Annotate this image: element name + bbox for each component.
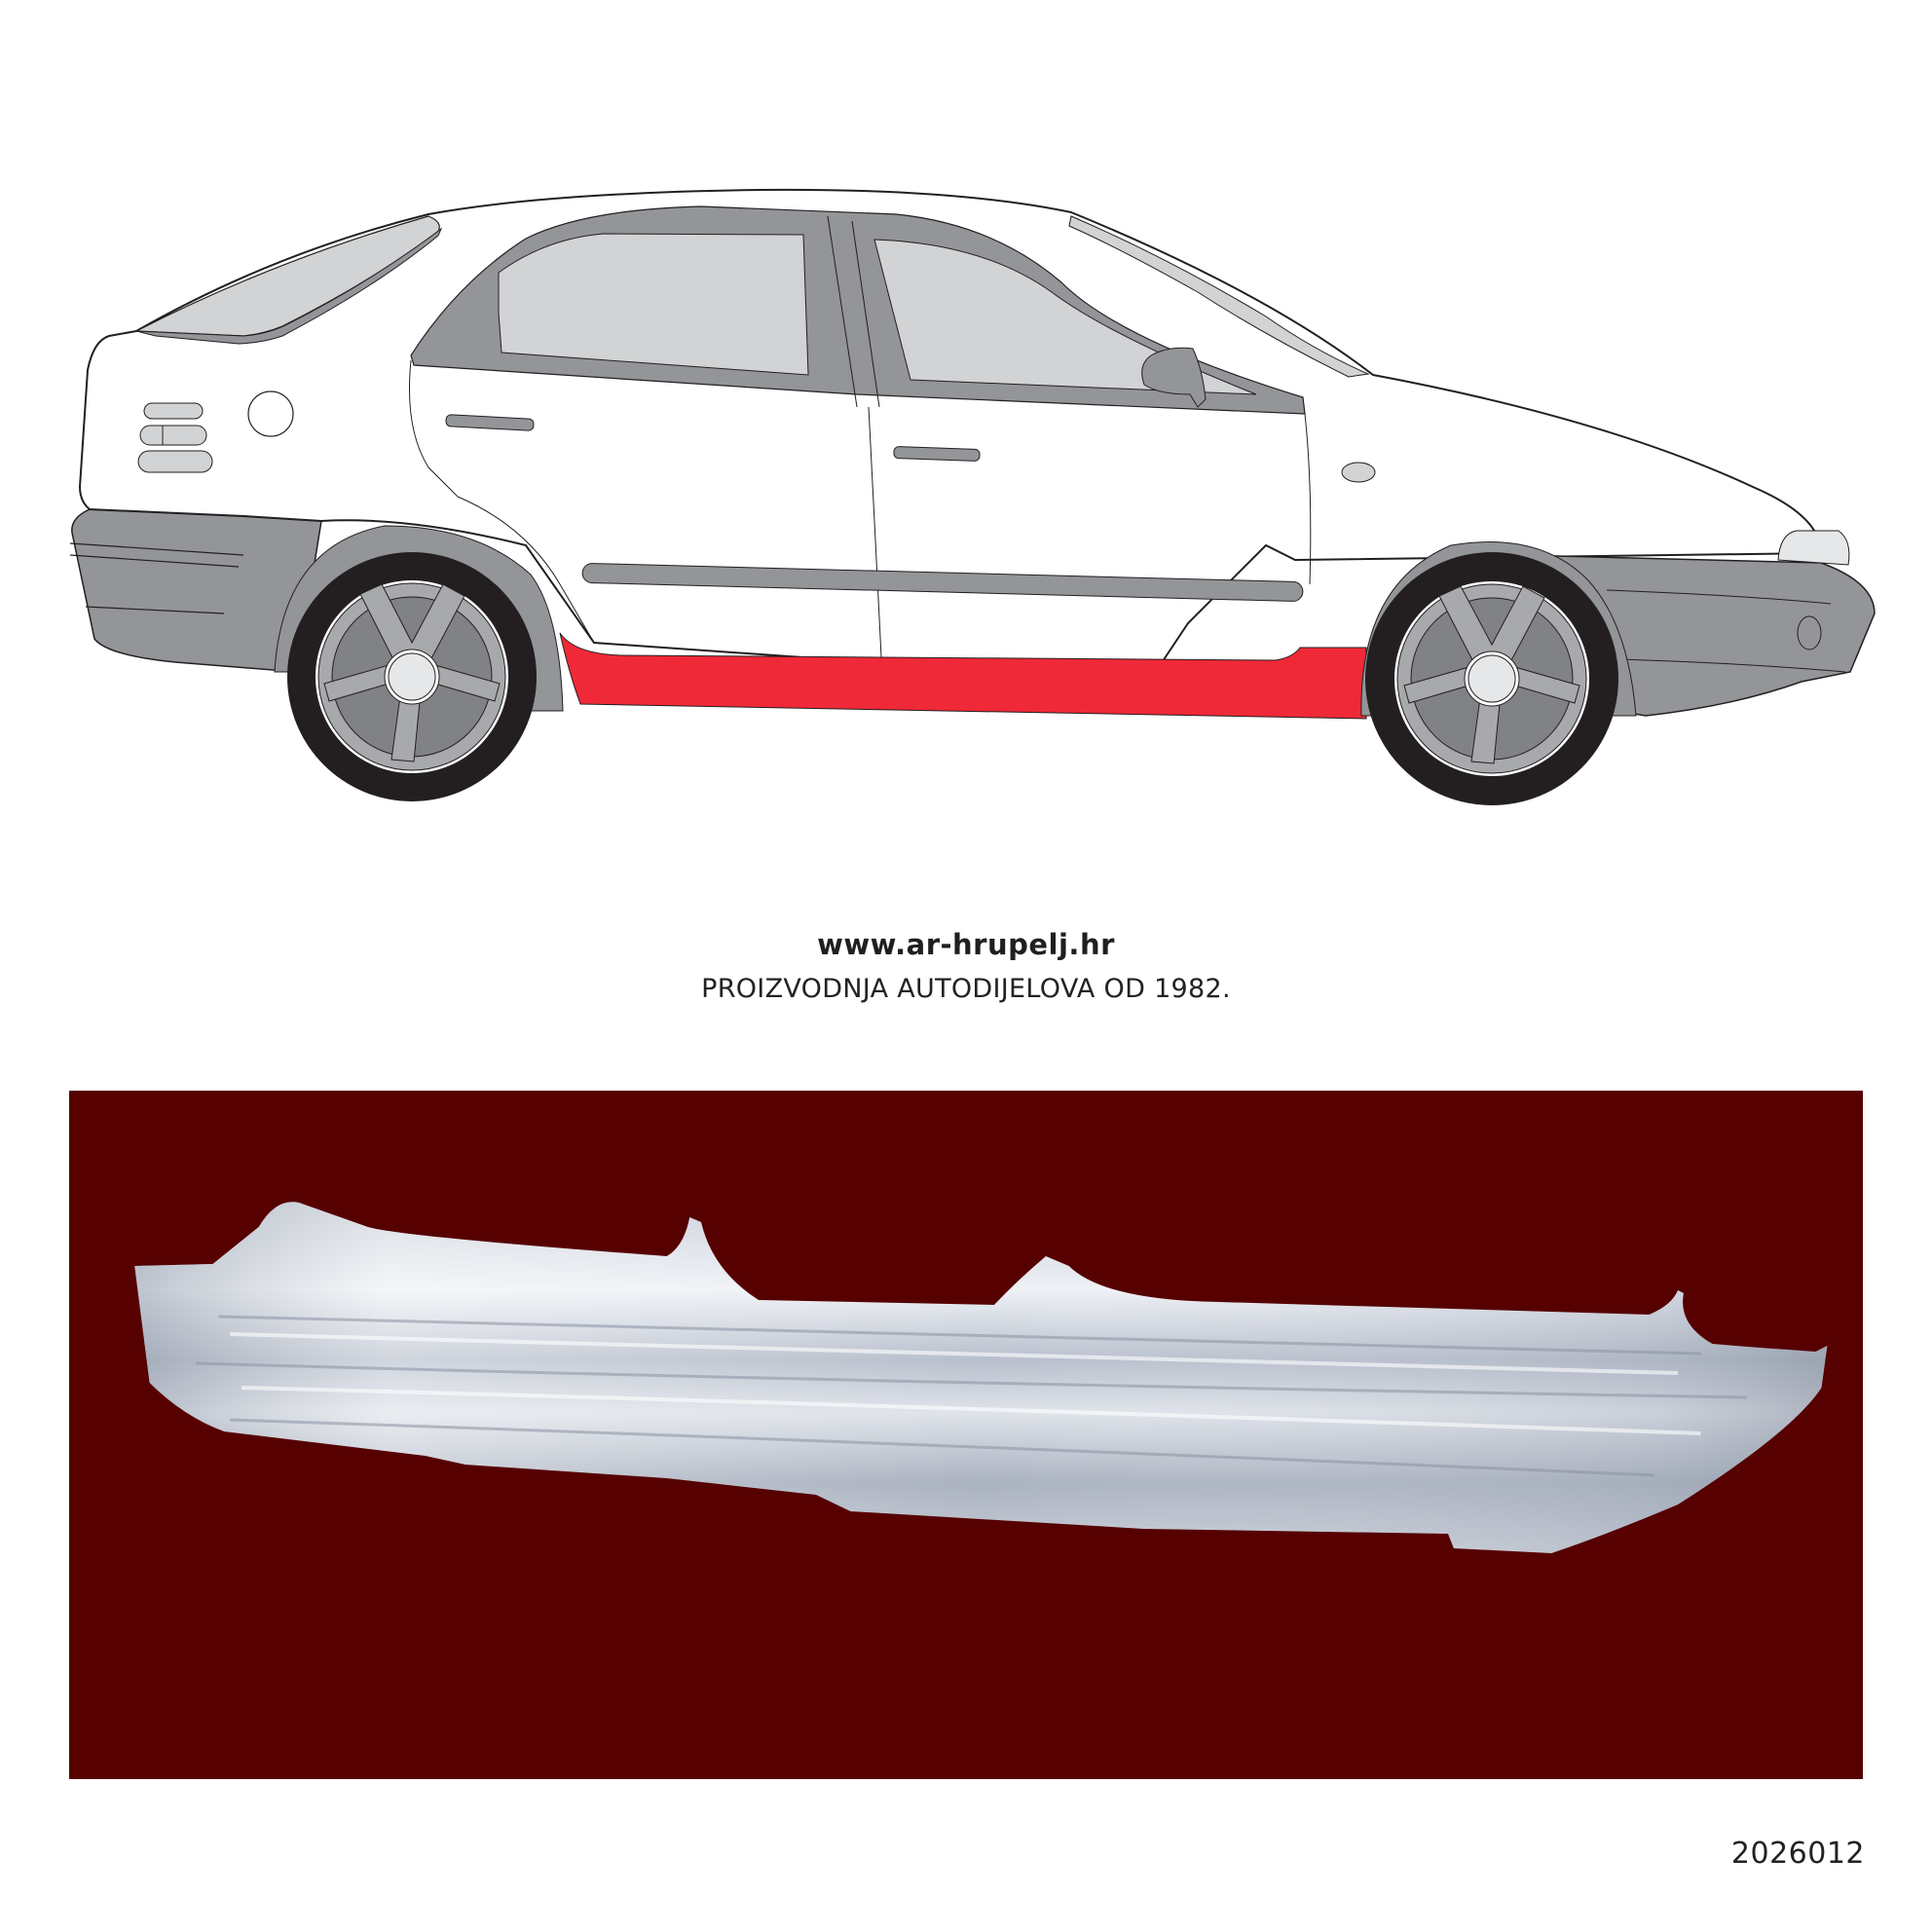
fuel-cap — [247, 390, 294, 437]
side-marker — [1341, 462, 1376, 483]
front-wheel — [1365, 552, 1618, 805]
highlighted-sill — [559, 632, 1367, 720]
part-number: 2026012 — [1730, 1837, 1865, 1871]
rear-door-glass — [498, 233, 809, 376]
rear-wheel — [287, 552, 537, 801]
fog-light — [1797, 615, 1822, 650]
side-molding — [581, 563, 1304, 602]
website-link[interactable]: www.ar-hrupelj.hr — [817, 928, 1115, 961]
brand-tagline: PROIZVODNJA AUTODIJELOVA OD 1982. — [701, 974, 1231, 1004]
product-photo-panel — [69, 1091, 1863, 1779]
front-door-handle — [893, 446, 981, 462]
tail-light-top — [143, 402, 204, 420]
tail-light-bottom — [137, 450, 213, 473]
rear-bumper — [71, 508, 322, 673]
car-illustration — [69, 188, 1876, 805]
tail-light-mid — [139, 425, 207, 446]
windshield — [1068, 215, 1370, 378]
brand-block: www.ar-hrupelj.hr PROIZVODNJA AUTODIJELO… — [0, 925, 1932, 1011]
rear-door-handle — [445, 414, 535, 431]
side-mirror — [1141, 347, 1207, 408]
sill-panel-photo — [134, 1202, 1828, 1553]
headlight — [1777, 530, 1850, 566]
